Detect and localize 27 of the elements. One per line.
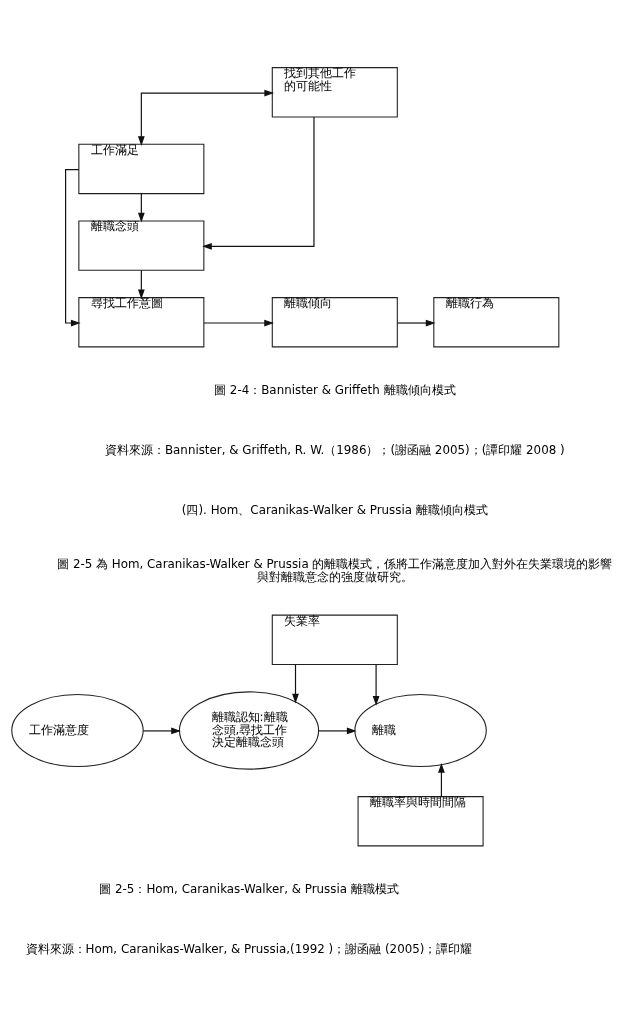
arrow [438, 762, 445, 797]
arrow [203, 319, 274, 326]
arrow [372, 663, 380, 706]
arrow [318, 727, 357, 734]
label: 資料來源：Bannister, & Griffeth, R. W.（1986）；(謝函融 2005)；(譚印耀 2008 ) [104, 442, 565, 457]
arrow [142, 727, 181, 734]
label: 圖 2-5 為 Hom, Caranikas-Walker & Prussia 的離職模式，係將工作滿意度加入對外在失業環境的影響與對離職意念的強度做研究。 [57, 556, 613, 584]
arrow [65, 168, 81, 326]
node-box: 離職行為 [433, 296, 560, 347]
node-box: 工作滿足 [78, 143, 205, 194]
arrow [202, 115, 315, 250]
node-box: 離職率與時間間隔 [357, 795, 484, 846]
node-box: 失業率 [271, 614, 398, 665]
node-box: 尋找工作意圖 [78, 296, 205, 347]
node-box: 找到其他工作的可能性 [271, 66, 398, 117]
arrow [292, 663, 299, 703]
arrow [137, 269, 145, 299]
label: 圖 2-5：Hom, Caranikas-Walker, & Prussia 離職模式 [99, 881, 399, 896]
label: 資料來源：Hom, Caranikas-Walker, & Prussia,(1992 )；謝函融 (2005)；譚印耀 [25, 941, 473, 956]
arrow [137, 192, 145, 222]
label: (四). Hom、Caranikas-Walker & Prussia 離職傾向模式 [181, 502, 488, 517]
node-ellipse: 工作滿意度 [11, 693, 144, 767]
arrow [396, 319, 436, 326]
node-box: 離職念頭 [78, 219, 205, 271]
node-box: 離職傾向 [271, 296, 398, 347]
label: 圖 2-4：Bannister & Griffeth 離職傾向模式 [214, 382, 456, 397]
arrow [137, 89, 275, 146]
